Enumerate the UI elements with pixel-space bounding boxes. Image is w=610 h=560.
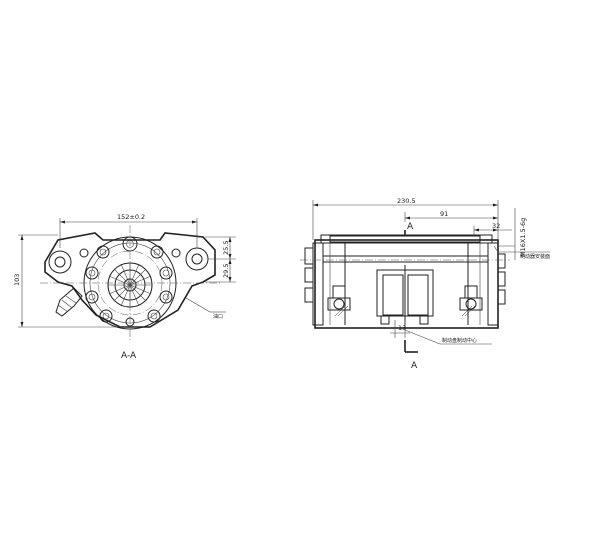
section-marker: A A <box>404 222 418 371</box>
bolt-holes <box>79 236 181 327</box>
dim-width-text: 152±0.2 <box>117 213 145 221</box>
left-view: 152±0.2 103 25.5 29.5 油口 A-A <box>13 213 236 361</box>
note-disc-center: 制动盘制动中心 <box>404 329 492 345</box>
dim-width: 152±0.2 <box>59 213 198 248</box>
callout-oil-port-text: 油口 <box>213 313 223 320</box>
section-mark-top: A <box>407 222 414 232</box>
dim-right-lower-text: 29.5 <box>222 264 230 278</box>
pad-hatch <box>334 305 476 317</box>
end-plate-left <box>312 242 324 326</box>
dim-right: 25.5 29.5 <box>205 236 236 283</box>
callout-oil-port: 油口 <box>185 297 226 320</box>
dim-right-upper-text: 25.5 <box>222 241 230 255</box>
right-view: A A 230.5 91 32 M16X1. <box>300 197 550 371</box>
thread-spec-text: M16X1.5-6g <box>519 218 527 257</box>
dim-small-text: 13 <box>398 324 406 332</box>
bolts-side <box>327 285 483 311</box>
mount-ear-right <box>185 247 209 271</box>
note-disc-center-text: 制动盘制动中心 <box>442 337 477 344</box>
dim-overall-text: 230.5 <box>397 197 416 205</box>
dim-height: 103 <box>13 234 118 328</box>
dim-mid: 91 <box>404 210 498 222</box>
dim-short-text: 32 <box>492 222 500 230</box>
mount-ear-left <box>48 250 72 274</box>
end-plate-right <box>487 242 499 326</box>
section-label-aa: A-A <box>121 351 137 361</box>
dim-small: 13 <box>390 320 410 338</box>
dim-overall: 230.5 <box>312 197 499 240</box>
section-mark-bottom: A <box>411 361 418 371</box>
dim-short: 32 <box>473 222 512 236</box>
oil-port-fitting <box>55 287 83 317</box>
dim-mid-text: 91 <box>440 210 448 218</box>
dim-height-text: 103 <box>13 274 21 286</box>
caliper-body-side <box>314 239 499 329</box>
note-mount-face: 制动器安装面 <box>493 245 550 260</box>
note-mount-face-text: 制动器安装面 <box>520 253 550 260</box>
thread-spec: M16X1.5-6g <box>498 208 527 260</box>
